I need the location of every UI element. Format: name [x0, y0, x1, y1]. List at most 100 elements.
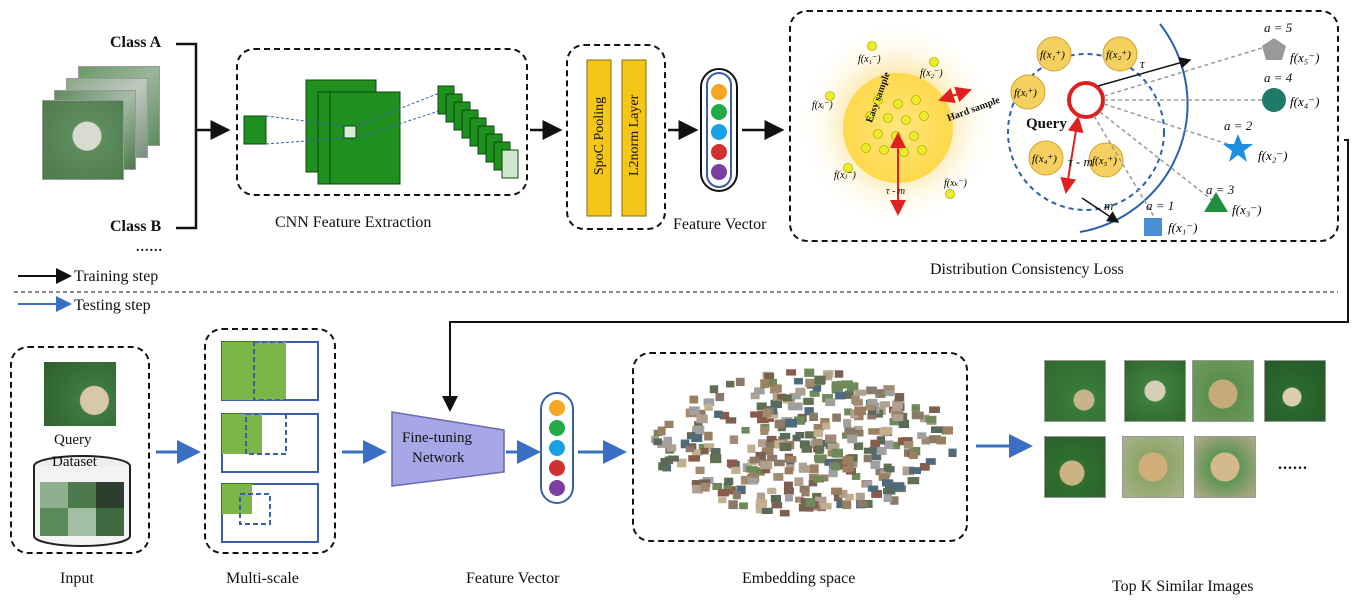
embedding-thumb	[766, 411, 779, 419]
embedding-thumb	[903, 440, 914, 449]
embedding-thumb	[766, 435, 777, 443]
tau-label: τ	[1140, 56, 1145, 71]
embedding-thumb	[876, 436, 885, 445]
embedding-thumb	[703, 398, 715, 407]
embedding-thumb	[870, 439, 880, 447]
embedding-thumb	[691, 480, 701, 488]
embedding-thumb	[889, 417, 901, 426]
embedding-thumb	[755, 467, 765, 476]
embedding-thumb	[770, 494, 781, 503]
embedding-thumb	[657, 426, 666, 436]
embedding-thumb	[831, 463, 841, 471]
embedding-thumb	[700, 482, 710, 492]
embedding-thumb	[890, 496, 899, 505]
embedding-thumb	[735, 377, 745, 387]
embedding-thumb	[883, 488, 893, 495]
embedding-thumb	[785, 455, 797, 463]
embedding-thumb	[809, 390, 820, 397]
embedding-thumb	[774, 440, 785, 449]
embedding-thumb	[762, 409, 772, 418]
svg-text:f(x₅⁺): f(x₅⁺)	[1092, 155, 1117, 167]
embedding-thumb	[688, 406, 700, 415]
embedding-thumb	[710, 448, 721, 455]
embedding-thumb	[704, 403, 713, 411]
embedding-thumb	[792, 434, 801, 442]
embedding-thumb	[883, 385, 895, 394]
embedding-thumb	[827, 443, 840, 451]
positive-samples	[1010, 36, 1138, 178]
embedding-thumb	[695, 466, 705, 475]
embedding-thumb	[778, 436, 788, 444]
embedding-thumb	[842, 466, 853, 473]
embedding-thumb	[843, 419, 852, 428]
embedding-thumb	[785, 418, 797, 428]
m-label: m	[1104, 198, 1114, 213]
embedding-thumb	[863, 454, 873, 463]
embedding-thumb	[666, 444, 677, 452]
embedding-thumb	[897, 437, 910, 446]
svg-text:f(xᵢ⁻): f(xᵢ⁻)	[812, 100, 833, 111]
embedding-thumb	[828, 468, 838, 478]
class-a-label: Class A	[110, 34, 162, 51]
multiscale-label: Multi-scale	[226, 570, 299, 587]
embedding-thumb	[795, 387, 806, 396]
embedding-thumb	[786, 369, 797, 376]
embedding-thumb	[695, 409, 706, 417]
embedding-thumb	[760, 461, 773, 470]
feature-vector-outer	[700, 68, 738, 192]
embedding-thumb	[870, 460, 881, 469]
embedding-thumb	[799, 440, 810, 449]
embedding-thumb	[725, 486, 736, 495]
vector-dot	[549, 440, 565, 456]
embedding-thumb	[883, 494, 892, 503]
input-label: Input	[60, 570, 94, 587]
embedding-thumb	[729, 435, 739, 445]
embedding-thumb	[798, 465, 811, 473]
svg-text:f(xⱼ⁻): f(xⱼ⁻)	[834, 170, 856, 181]
dataset-jar	[33, 455, 131, 547]
embedding-thumb	[909, 467, 922, 475]
cnn-layers	[243, 79, 519, 185]
embedding-thumb	[754, 387, 765, 395]
embedding-thumb	[658, 462, 667, 471]
embedding-thumb	[784, 467, 794, 475]
train-vector-dots	[711, 84, 727, 180]
embedding-thumb	[892, 400, 904, 410]
finetune-line2: Network	[412, 450, 465, 466]
embedding-thumb	[739, 502, 748, 510]
embedding-thumb	[787, 402, 800, 411]
feature-vector-test	[540, 392, 574, 504]
embedding-thumb	[822, 394, 833, 403]
embedding-thumb	[777, 393, 787, 400]
embedding-thumb	[805, 498, 816, 507]
embedding-thumb	[782, 394, 792, 402]
embedding-thumb	[825, 434, 837, 444]
embedding-thumb	[919, 463, 930, 471]
embedding-thumb	[885, 466, 895, 473]
embedding-thumb	[804, 368, 815, 377]
a4-label: a = 4	[1264, 70, 1293, 85]
embedding-thumb	[855, 492, 865, 502]
embedding-thumb	[663, 436, 673, 446]
embedding-thumb	[907, 477, 920, 485]
embedding-thumb	[911, 411, 924, 420]
embedding-thumb	[719, 411, 730, 420]
embedding-thumb	[871, 452, 882, 461]
embedding-thumb	[740, 475, 752, 485]
embedding-thumb	[784, 481, 793, 490]
embedding-thumb	[842, 456, 854, 465]
embedding-thumb	[723, 482, 732, 490]
embedding-thumb	[863, 480, 873, 488]
embedding-thumb	[773, 459, 785, 467]
embedding-thumb	[814, 496, 827, 506]
embedding-thumb	[774, 419, 787, 429]
embedding-thumb	[814, 445, 824, 454]
embedding-thumb	[925, 415, 937, 423]
embedding-thumb	[714, 410, 723, 418]
embedding-thumb	[685, 445, 695, 453]
embedding-thumb	[834, 370, 844, 378]
embedding-thumb	[750, 411, 760, 418]
svg-text:f(x₃⁻): f(x₃⁻)	[1232, 202, 1261, 217]
embedding-thumb	[760, 465, 771, 474]
embedding-thumb	[908, 446, 921, 456]
